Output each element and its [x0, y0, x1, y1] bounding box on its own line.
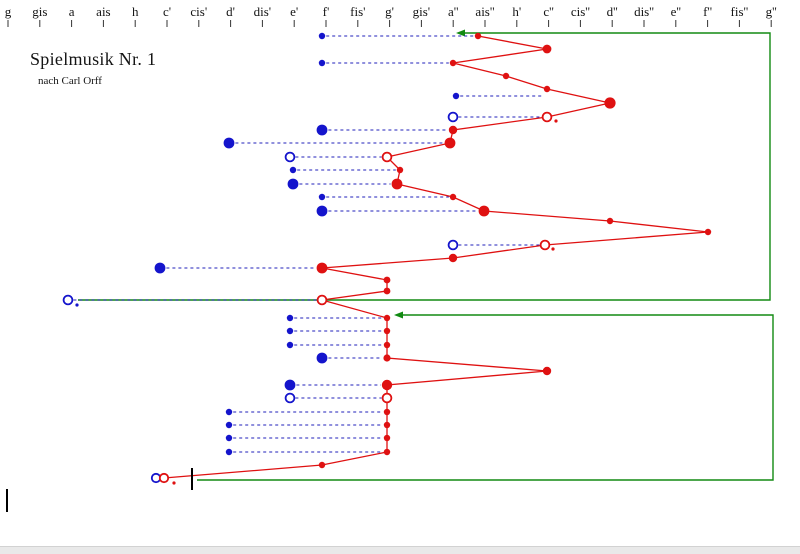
repeat-line: [78, 32, 771, 301]
repeat-arrow-icon: [456, 29, 465, 37]
axis-label: d': [226, 4, 235, 19]
accompaniment-note[interactable]: [62, 294, 74, 306]
accompaniment-note[interactable]: [286, 327, 294, 335]
accompaniment-note[interactable]: [284, 392, 296, 404]
melody-note[interactable]: [318, 461, 326, 469]
accompaniment-note[interactable]: [286, 314, 294, 322]
axis-label: c': [163, 4, 171, 19]
axis-label: dis'': [634, 4, 654, 19]
accompaniment-note[interactable]: [289, 166, 297, 174]
accompaniment-note[interactable]: [316, 124, 328, 136]
melody-note[interactable]: [316, 294, 328, 306]
accompaniment-note[interactable]: [318, 32, 326, 40]
melody-note[interactable]: [383, 327, 391, 335]
repeat-arrow-icon: [394, 311, 403, 319]
accompaniment-note[interactable]: [223, 137, 235, 149]
accompaniment-note[interactable]: [284, 379, 296, 391]
melody-note[interactable]: [383, 276, 391, 284]
axis-label: fis': [350, 4, 365, 19]
augmentation-dot: [172, 481, 176, 485]
melody-note[interactable]: [444, 137, 456, 149]
accompaniment-note[interactable]: [154, 262, 166, 274]
melody-note[interactable]: [381, 379, 393, 391]
accompaniment-note[interactable]: [447, 239, 459, 251]
repeat-bracket: [78, 29, 771, 301]
axis-label: g'': [766, 4, 777, 19]
melody-note[interactable]: [541, 111, 553, 123]
axis-label: c'': [543, 4, 553, 19]
melody-note[interactable]: [606, 217, 614, 225]
accompaniment-note[interactable]: [318, 59, 326, 67]
melody-note[interactable]: [449, 59, 457, 67]
accompaniment-note[interactable]: [318, 193, 326, 201]
melody-note[interactable]: [396, 166, 404, 174]
melody-note[interactable]: [449, 193, 457, 201]
accompaniment-note[interactable]: [316, 205, 328, 217]
axis-label: dis': [254, 4, 272, 19]
axis-label: g': [385, 4, 394, 19]
axis-label: g: [5, 4, 12, 19]
melody-note[interactable]: [539, 239, 551, 251]
accompaniment-note[interactable]: [452, 92, 460, 100]
melody-note[interactable]: [542, 366, 552, 376]
melody-note[interactable]: [381, 392, 393, 404]
accompaniment-note[interactable]: [447, 111, 459, 123]
melody-note[interactable]: [383, 341, 391, 349]
melody-note[interactable]: [704, 228, 712, 236]
melody-note[interactable]: [158, 472, 170, 484]
axis-label: a'': [448, 4, 458, 19]
melody-note[interactable]: [478, 205, 490, 217]
axis-label: gis: [32, 4, 47, 19]
melody-note[interactable]: [383, 408, 391, 416]
melody-note[interactable]: [383, 287, 391, 295]
axis-label: d'': [607, 4, 618, 19]
augmentation-dot: [554, 119, 558, 123]
axis-label: a: [69, 4, 75, 19]
melody-note[interactable]: [383, 354, 391, 362]
augmentation-dot: [551, 247, 555, 251]
horizontal-scrollbar[interactable]: [0, 546, 800, 554]
melody-note[interactable]: [381, 151, 393, 163]
accompaniment-note[interactable]: [225, 434, 233, 442]
accompaniment-note[interactable]: [225, 448, 233, 456]
accompaniment-note[interactable]: [284, 151, 296, 163]
melody-note[interactable]: [383, 314, 391, 322]
melody-note[interactable]: [316, 262, 328, 274]
melody-note[interactable]: [502, 72, 510, 80]
accompaniment-note[interactable]: [286, 341, 294, 349]
axis-label: h: [132, 4, 139, 19]
axis-label: cis'': [571, 4, 590, 19]
axis-label: cis': [190, 4, 207, 19]
piece-title: Spielmusik Nr. 1: [30, 49, 157, 69]
accompaniment-note[interactable]: [225, 408, 233, 416]
axis-label: h': [512, 4, 521, 19]
melody-note[interactable]: [448, 125, 458, 135]
axis-label: gis': [413, 4, 431, 19]
melody-note[interactable]: [383, 448, 391, 456]
melody-note[interactable]: [604, 97, 616, 109]
melody-note[interactable]: [383, 434, 391, 442]
melody-note[interactable]: [391, 178, 403, 190]
axis-label: f'': [703, 4, 712, 19]
axis-label: e'': [671, 4, 681, 19]
accompaniment-note[interactable]: [316, 352, 328, 364]
melody-note[interactable]: [383, 421, 391, 429]
accompaniment-note[interactable]: [287, 178, 299, 190]
axis-label: e': [290, 4, 298, 19]
melody-note[interactable]: [542, 44, 552, 54]
augmentation-dot: [75, 303, 79, 307]
repeat-bracket: [197, 311, 774, 481]
piece-subtitle: nach Carl Orff: [38, 75, 102, 87]
axis-label: ais: [96, 4, 110, 19]
axis-label: ais'': [475, 4, 494, 19]
repeat-line: [197, 314, 774, 481]
melody-note[interactable]: [448, 253, 458, 263]
axis-label: f': [323, 4, 330, 19]
melody-note[interactable]: [543, 85, 551, 93]
axis-label: fis'': [731, 4, 749, 19]
melody-note[interactable]: [474, 32, 482, 40]
accompaniment-note[interactable]: [225, 421, 233, 429]
